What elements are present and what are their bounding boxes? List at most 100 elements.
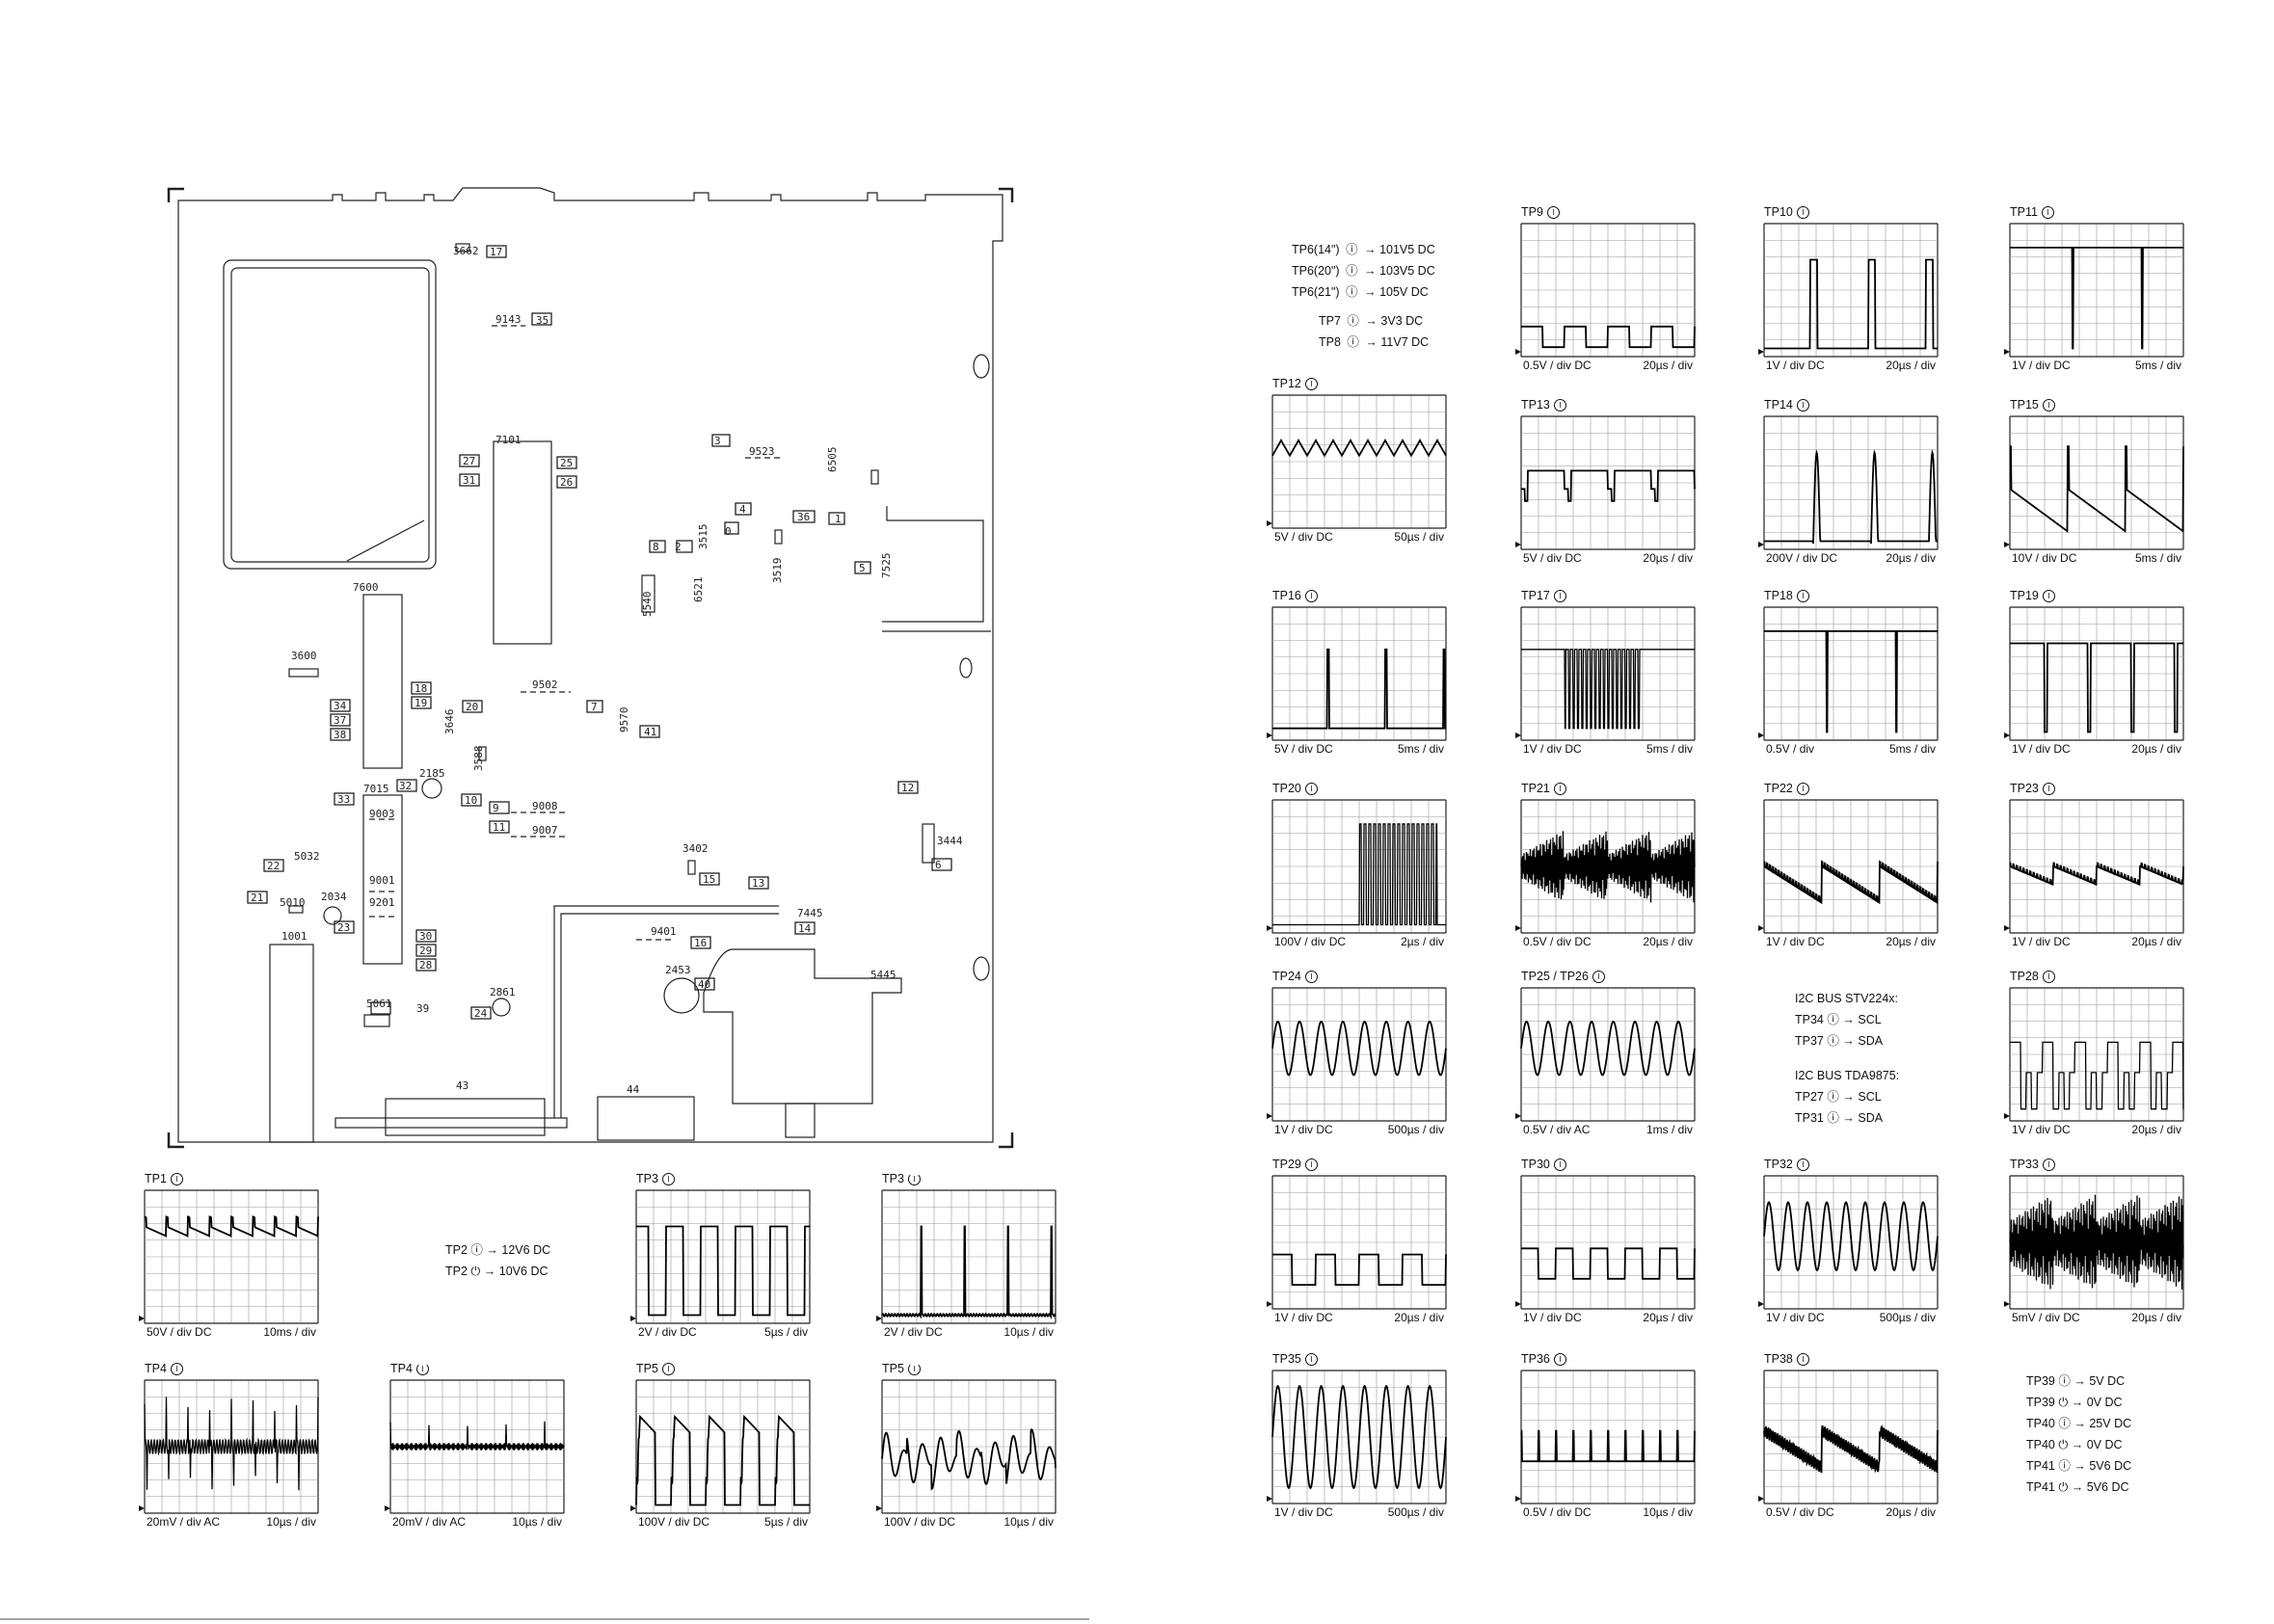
waveform-trace bbox=[1271, 1384, 1447, 1490]
svg-text:9502: 9502 bbox=[532, 679, 558, 691]
volts-per-div: 100V / div DC bbox=[638, 1515, 710, 1529]
scope-tp-name: TP4 bbox=[390, 1362, 413, 1375]
time-per-div: 5µs / div bbox=[764, 1325, 808, 1339]
reading-tp: TP40 bbox=[2026, 1417, 2055, 1430]
i2c-bus-info: I2C BUS STV224x: TP34 ⓘ → SCL TP37 ⓘ → S… bbox=[1795, 988, 1899, 1129]
ground-marker bbox=[1267, 925, 1272, 931]
waveform-trace bbox=[881, 1225, 1057, 1320]
volts-per-div: 1V / div DC bbox=[2012, 935, 2071, 948]
waveform-trace bbox=[144, 1215, 319, 1238]
i2c-row: TP37 ⓘ → SDA bbox=[1795, 1030, 1899, 1052]
scope-tp-name: TP16 bbox=[1272, 589, 1301, 602]
scope-tp-name: TP38 bbox=[1764, 1352, 1793, 1366]
power-on-icon: I bbox=[170, 1173, 183, 1186]
power-on-icon: I bbox=[1796, 206, 1809, 220]
svg-text:1001: 1001 bbox=[281, 930, 308, 943]
scope-tp-name: TP12 bbox=[1272, 377, 1301, 390]
waveform-trace bbox=[1763, 1424, 1939, 1474]
power-on-icon: I bbox=[661, 1363, 675, 1376]
reading-row: TP41 ⓘ → 5V6 DC bbox=[2026, 1455, 2131, 1477]
reading-value: 0V DC bbox=[2086, 1438, 2123, 1451]
arrow-icon: → bbox=[486, 1243, 498, 1257]
svg-text:38: 38 bbox=[334, 729, 346, 741]
scope-screen bbox=[1758, 1175, 1939, 1310]
time-per-div: 20µs / div bbox=[1643, 551, 1693, 565]
waveform-trace bbox=[389, 1421, 565, 1451]
volts-per-div: 5mV / div DC bbox=[2012, 1311, 2080, 1324]
ground-marker bbox=[1267, 1496, 1272, 1502]
scope-tp-name: TP29 bbox=[1272, 1158, 1301, 1171]
waveform-trace bbox=[1521, 1247, 1696, 1280]
ground-marker bbox=[630, 1505, 636, 1511]
time-per-div: 5µs / div bbox=[764, 1515, 808, 1529]
svg-text:6521: 6521 bbox=[692, 577, 705, 603]
svg-text:12: 12 bbox=[901, 782, 914, 794]
time-per-div: 10µs / div bbox=[512, 1515, 562, 1529]
reading-value: 103V5 DC bbox=[1379, 264, 1435, 278]
ground-marker bbox=[1515, 1113, 1521, 1119]
time-per-div: 5ms / div bbox=[2134, 551, 2181, 565]
scope-tp-name: TP35 bbox=[1272, 1352, 1301, 1366]
time-per-div: 20µs / div bbox=[1886, 935, 1936, 948]
volts-per-div: 1V / div DC bbox=[1523, 742, 1582, 756]
volts-per-div: 1V / div DC bbox=[1766, 935, 1825, 948]
scope-screen bbox=[876, 1189, 1057, 1324]
power-on-icon: I bbox=[1304, 590, 1318, 603]
arrow-icon: → bbox=[1364, 285, 1377, 299]
time-per-div: 5ms / div bbox=[1888, 742, 1936, 756]
svg-text:34: 34 bbox=[334, 700, 347, 712]
scope-tp-name: TP5 bbox=[882, 1362, 904, 1375]
svg-text:17: 17 bbox=[490, 246, 502, 258]
arrow-icon: → bbox=[1842, 1111, 1855, 1125]
i2c-signal: SDA bbox=[1858, 1034, 1884, 1048]
dc-readings-bottom: TP39 ⓘ → 5V DC TP39 ⏻ → 0V DC TP40 ⓘ → 2… bbox=[2026, 1371, 2131, 1498]
reading-value: 5V DC bbox=[2089, 1374, 2126, 1388]
power-on-icon: ⓘ bbox=[1346, 264, 1358, 278]
time-per-div: 10µs / div bbox=[1643, 1505, 1693, 1519]
volts-per-div: 0.5V / div bbox=[1766, 742, 1815, 756]
ground-marker bbox=[2004, 1301, 2010, 1307]
power-on-icon: I bbox=[2042, 971, 2055, 984]
scope-tp-name: TP10 bbox=[1764, 205, 1793, 219]
reading-row: TP41 ⏻ → 5V6 DC bbox=[2026, 1477, 2131, 1498]
scope-tp-name: TP3 bbox=[882, 1172, 904, 1185]
svg-text:6505: 6505 bbox=[826, 447, 839, 473]
waveform-trace bbox=[2010, 445, 2184, 533]
reading-value: 0V DC bbox=[2086, 1396, 2123, 1409]
ground-marker bbox=[139, 1505, 145, 1511]
power-standby-icon: ⏻ bbox=[2058, 1438, 2069, 1451]
svg-text:11: 11 bbox=[493, 821, 505, 834]
power-on-icon: I bbox=[1553, 1353, 1566, 1367]
waveform-trace bbox=[1521, 325, 1696, 349]
scope-tp-name: TP11 bbox=[2010, 205, 2038, 219]
waveform-trace bbox=[636, 1225, 810, 1317]
svg-text:2185: 2185 bbox=[419, 767, 445, 780]
ground-marker bbox=[1758, 542, 1764, 547]
power-on-icon: ⓘ bbox=[1346, 285, 1358, 299]
i2c-tp: TP27 bbox=[1795, 1090, 1824, 1104]
svg-text:3600: 3600 bbox=[291, 650, 317, 662]
scope-screen bbox=[630, 1379, 811, 1514]
svg-text:37: 37 bbox=[334, 714, 346, 727]
power-on-icon: I bbox=[1796, 590, 1809, 603]
i2c-bus1-title: I2C BUS STV224x: bbox=[1795, 992, 1898, 1005]
power-standby-icon: ⏻ bbox=[2058, 1396, 2069, 1409]
arrow-icon: → bbox=[1842, 1090, 1855, 1104]
reading-tp: TP39 bbox=[2026, 1396, 2055, 1409]
scope-tp-name: TP28 bbox=[2010, 970, 2039, 983]
ground-marker bbox=[2004, 349, 2010, 355]
